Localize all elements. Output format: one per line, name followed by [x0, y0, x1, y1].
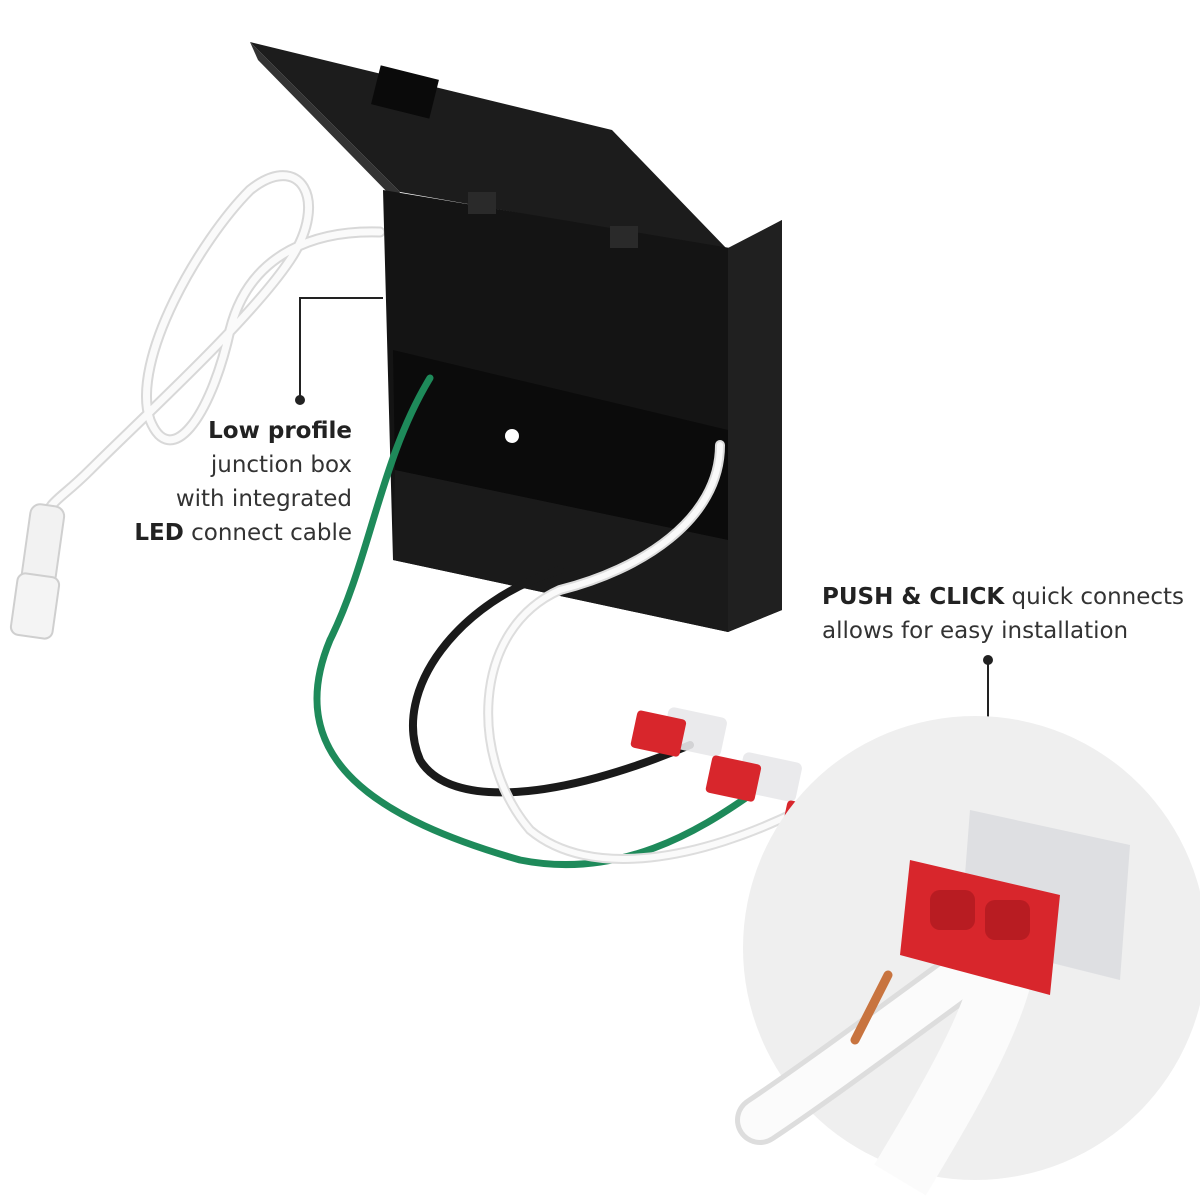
callout-heading: Low profile	[208, 418, 352, 444]
callout-text: with integrated	[175, 486, 352, 512]
wires	[313, 374, 805, 869]
junction-box	[383, 190, 782, 632]
connector-closeup-inset	[735, 716, 1200, 1196]
junction-box-callout: Low profile junction box with integrated…	[134, 414, 352, 550]
callout-text: allows for easy installation	[822, 618, 1129, 644]
callout-bold-text: LED	[134, 520, 184, 546]
junction-box-lid	[250, 42, 728, 250]
callout-text: quick connects	[1004, 584, 1185, 610]
quick-connects-callout: PUSH & CLICK quick connects allows for e…	[822, 580, 1184, 648]
callout-text: connect cable	[183, 520, 352, 546]
callout-text: junction box	[210, 452, 352, 478]
mounting-hole	[505, 429, 519, 443]
led-connect-cable	[9, 170, 386, 640]
callout-heading: PUSH & CLICK	[822, 584, 1005, 610]
